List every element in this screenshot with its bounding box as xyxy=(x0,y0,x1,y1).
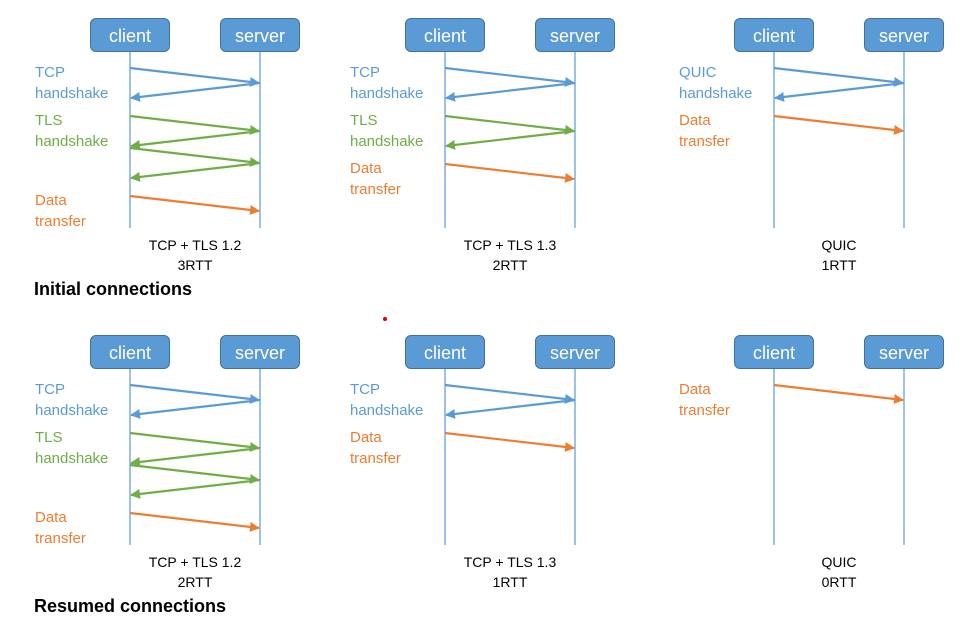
tls-arrow-to-server xyxy=(129,114,260,135)
panel-caption: QUIC 1RTT xyxy=(759,235,919,275)
tls-arrow-to-server xyxy=(129,431,260,452)
tls-arrow-to-server xyxy=(129,146,260,167)
phase-label-tls: TLS handshake xyxy=(35,112,109,150)
tcp-arrow-to-server xyxy=(773,66,904,87)
panel-caption: TCP + TLS 1.2 2RTT xyxy=(115,552,275,592)
server-box: server xyxy=(220,18,300,52)
panel-caption: TCP + TLS 1.3 1RTT xyxy=(430,552,590,592)
client-box: client xyxy=(90,18,170,52)
panel-caption: QUIC 0RTT xyxy=(759,552,919,592)
tls-arrow-to-client xyxy=(130,478,261,499)
data-arrow-to-server xyxy=(773,114,904,135)
tls-arrow-to-client xyxy=(130,129,261,150)
phase-label-tls: TLS handshake xyxy=(350,112,424,150)
server-box: server xyxy=(535,335,615,369)
client-box: client xyxy=(90,335,170,369)
phase-label-data: Data transfer xyxy=(350,429,401,467)
caption-protocol: TCP + TLS 1.2 xyxy=(148,554,242,570)
phase-label-data: Data transfer xyxy=(35,192,86,230)
data-arrow-to-server xyxy=(444,431,575,452)
phase-label-data: Data transfer xyxy=(35,509,86,547)
caption-protocol: QUIC xyxy=(821,554,857,570)
caption-protocol: TCP + TLS 1.3 xyxy=(463,554,557,570)
caption-rtt: 1RTT xyxy=(492,574,528,590)
server-box: server xyxy=(864,335,944,369)
caption-rtt: 0RTT xyxy=(821,574,857,590)
tls-arrow-to-server xyxy=(129,463,260,484)
phase-label-data: Data transfer xyxy=(679,112,730,150)
data-arrow-to-server xyxy=(773,383,904,404)
data-arrow-to-server xyxy=(444,162,575,183)
tcp-arrow-to-server xyxy=(129,66,260,87)
phase-label-tcp: TCP handshake xyxy=(35,64,109,102)
tcp-arrow-to-client xyxy=(445,81,576,102)
client-box: client xyxy=(405,335,485,369)
tcp-arrow-to-client xyxy=(445,398,576,419)
server-box: server xyxy=(864,18,944,52)
data-arrow-to-server xyxy=(129,511,260,532)
client-box: client xyxy=(405,18,485,52)
client-box: client xyxy=(734,18,814,52)
tcp-arrow-to-server xyxy=(444,66,575,87)
tcp-arrow-to-client xyxy=(130,81,261,102)
section-title: Resumed connections xyxy=(34,596,227,616)
phase-label-tcp: TCP handshake xyxy=(350,64,424,102)
tcp-arrow-to-client xyxy=(774,81,905,102)
tls-arrow-to-client xyxy=(130,161,261,182)
tcp-arrow-to-client xyxy=(130,398,261,419)
tls-arrow-to-client xyxy=(445,129,576,150)
phase-label-data: Data transfer xyxy=(350,160,401,198)
caption-rtt: 2RTT xyxy=(177,574,213,590)
panel-caption: TCP + TLS 1.3 2RTT xyxy=(430,235,590,275)
caption-rtt: 2RTT xyxy=(492,257,528,273)
caption-protocol: TCP + TLS 1.3 xyxy=(463,237,557,253)
phase-label-tcp: TCP handshake xyxy=(350,381,424,419)
phase-label-data: Data transfer xyxy=(679,381,730,419)
tcp-arrow-to-server xyxy=(444,383,575,404)
client-box: client xyxy=(734,335,814,369)
panel-caption: TCP + TLS 1.2 3RTT xyxy=(115,235,275,275)
data-arrow-to-server xyxy=(129,194,260,215)
tcp-arrow-to-server xyxy=(129,383,260,404)
tls-arrow-to-client xyxy=(130,446,261,467)
tls-arrow-to-server xyxy=(444,114,575,135)
caption-rtt: 3RTT xyxy=(177,257,213,273)
red-dot-marker xyxy=(383,317,387,321)
phase-label-tcp: QUIC handshake xyxy=(679,64,753,102)
phase-label-tcp: TCP handshake xyxy=(35,381,109,419)
caption-rtt: 1RTT xyxy=(821,257,857,273)
phase-label-tls: TLS handshake xyxy=(35,429,109,467)
caption-protocol: TCP + TLS 1.2 xyxy=(148,237,242,253)
caption-protocol: QUIC xyxy=(821,237,857,253)
section-title: Initial connections xyxy=(34,279,193,299)
server-box: server xyxy=(220,335,300,369)
server-box: server xyxy=(535,18,615,52)
